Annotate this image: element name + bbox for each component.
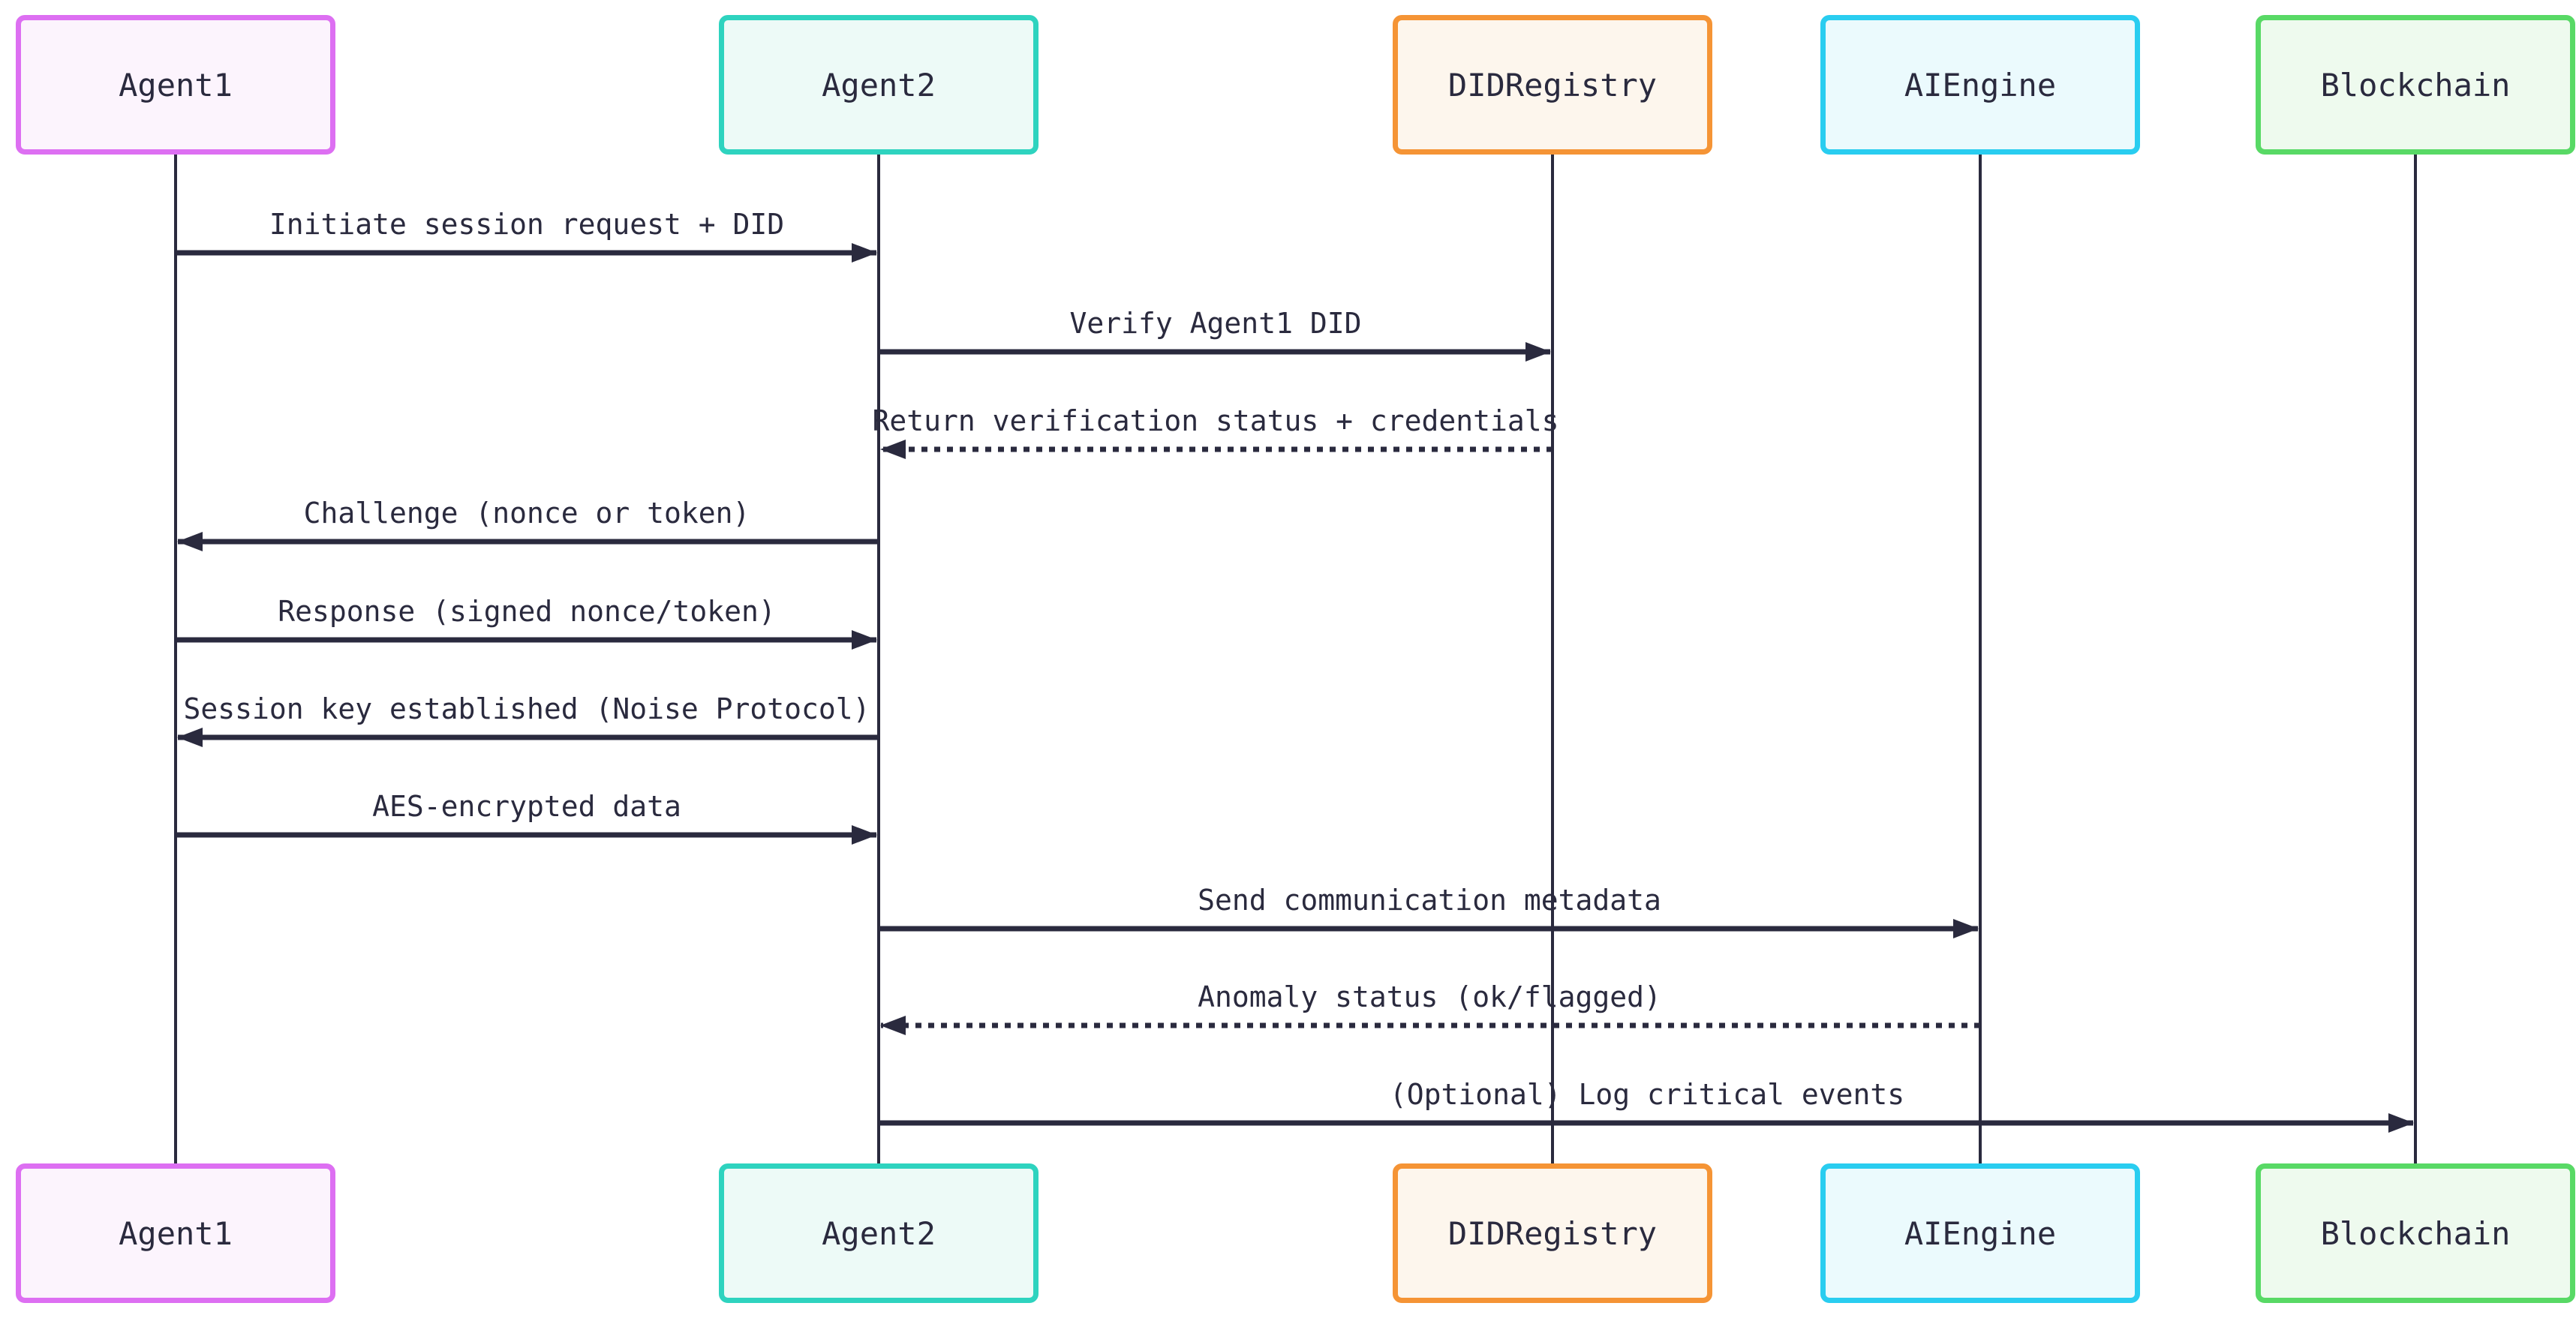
message-label-6: Session key established (Noise Protocol) [183, 692, 870, 725]
actor-box-didregistry-top: DIDRegistry [1393, 15, 1712, 155]
message-label-4: Challenge (nonce or token) [303, 497, 750, 530]
actor-box-aiengine-top: AIEngine [1820, 15, 2140, 155]
message-label-2: Verify Agent1 DID [1069, 307, 1362, 340]
message-label-1: Initiate session request + DID [269, 208, 785, 241]
actor-box-blockchain-top: Blockchain [2256, 15, 2575, 155]
actor-box-aiengine-bottom: AIEngine [1820, 1163, 2140, 1303]
actor-box-agent2-top: Agent2 [719, 15, 1039, 155]
actor-box-blockchain-bottom: Blockchain [2256, 1163, 2575, 1303]
message-label-8: Send communication metadata [1198, 884, 1661, 917]
actor-box-agent1-top: Agent1 [16, 15, 335, 155]
actor-box-didregistry-bottom: DIDRegistry [1393, 1163, 1712, 1303]
actor-box-agent2-bottom: Agent2 [719, 1163, 1039, 1303]
message-label-5: Response (signed nonce/token) [278, 595, 776, 628]
actor-box-agent1-bottom: Agent1 [16, 1163, 335, 1303]
message-label-3: Return verification status + credentials [872, 404, 1559, 437]
message-label-10: (Optional) Log critical events [1389, 1078, 1905, 1111]
message-label-7: AES-encrypted data [372, 790, 681, 823]
message-label-9: Anomaly status (ok/flagged) [1198, 980, 1661, 1013]
